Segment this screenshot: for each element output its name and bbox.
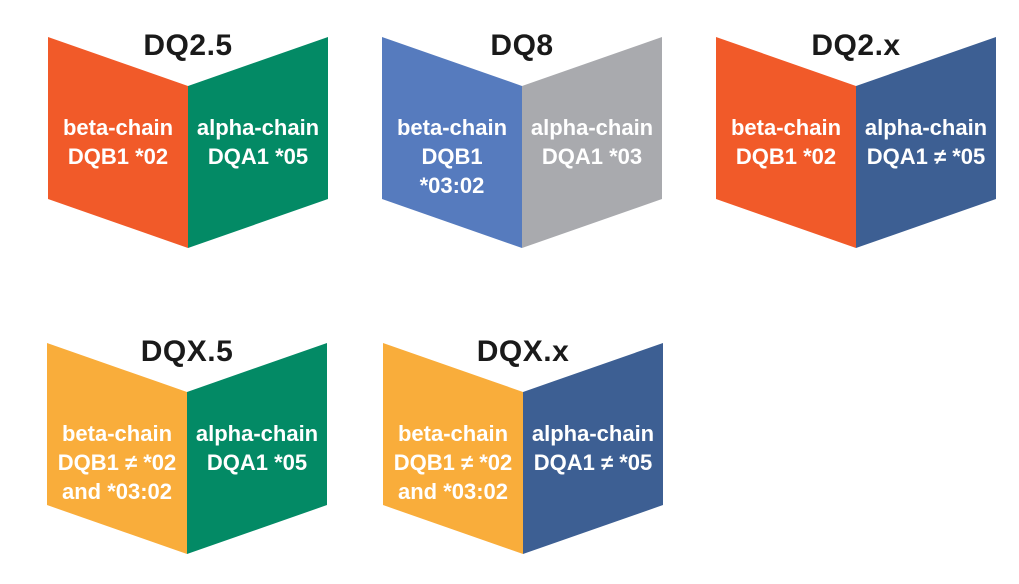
chevron-shape: beta-chain DQB1 ≠ *02 and *03:02 alpha-c… <box>383 343 663 554</box>
chevron-shape: beta-chain DQB1 ≠ *02 and *03:02 alpha-c… <box>47 343 327 554</box>
card-title: DQX.5 <box>140 335 234 368</box>
beta-chain-panel: beta-chain DQB1 *03:02 <box>382 37 522 248</box>
alpha-chain-label: alpha-chain DQA1 *05 <box>196 115 320 169</box>
dq-card-dq2-5: DQ2.5 beta-chain DQB1 *02 alpha-chain DQ… <box>48 29 328 248</box>
beta-chain-panel: beta-chain DQB1 *02 <box>48 37 188 248</box>
beta-chain-panel: beta-chain DQB1 *02 <box>716 37 856 248</box>
alpha-chain-label: alpha-chain DQA1 *03 <box>530 115 654 169</box>
card-title: DQ2.x <box>811 29 901 62</box>
dq-card-dq2-x: DQ2.x beta-chain DQB1 *02 alpha-chain DQ… <box>716 29 996 248</box>
alpha-chain-panel: alpha-chain DQA1 *05 <box>187 343 327 554</box>
dq-card-dqx-x: DQX.x beta-chain DQB1 ≠ *02 and *03:02 a… <box>383 335 663 554</box>
alpha-chain-panel: alpha-chain DQA1 *05 <box>188 37 328 248</box>
beta-chain-panel: beta-chain DQB1 ≠ *02 and *03:02 <box>383 343 523 554</box>
dq-card-dqx-5: DQX.5 beta-chain DQB1 ≠ *02 and *03:02 a… <box>47 335 327 554</box>
chevron-shape: beta-chain DQB1 *03:02 alpha-chain DQA1 … <box>382 37 662 248</box>
chevron-shape: beta-chain DQB1 *02 alpha-chain DQA1 ≠ *… <box>716 37 996 248</box>
alpha-chain-label: alpha-chain DQA1 ≠ *05 <box>531 421 655 475</box>
beta-chain-label: beta-chain DQB1 *02 <box>730 115 842 169</box>
dq-card-dq8: DQ8 beta-chain DQB1 *03:02 alpha-chain D… <box>382 29 662 248</box>
beta-chain-panel: beta-chain DQB1 ≠ *02 and *03:02 <box>47 343 187 554</box>
alpha-chain-panel: alpha-chain DQA1 ≠ *05 <box>523 343 663 554</box>
beta-chain-label: beta-chain DQB1 *02 <box>62 115 174 169</box>
alpha-chain-panel: alpha-chain DQA1 *03 <box>522 37 662 248</box>
alpha-chain-panel: alpha-chain DQA1 ≠ *05 <box>856 37 996 248</box>
chevron-shape: beta-chain DQB1 *02 alpha-chain DQA1 *05 <box>48 37 328 248</box>
beta-chain-label: beta-chain DQB1 ≠ *02 and *03:02 <box>57 421 177 504</box>
beta-chain-label: beta-chain DQB1 ≠ *02 and *03:02 <box>393 421 513 504</box>
card-title: DQ8 <box>490 29 554 62</box>
card-title: DQ2.5 <box>143 29 233 62</box>
alpha-chain-label: alpha-chain DQA1 ≠ *05 <box>864 115 988 169</box>
card-title: DQX.x <box>476 335 570 368</box>
alpha-chain-label: alpha-chain DQA1 *05 <box>195 421 319 475</box>
beta-chain-label: beta-chain DQB1 *03:02 <box>396 115 508 198</box>
